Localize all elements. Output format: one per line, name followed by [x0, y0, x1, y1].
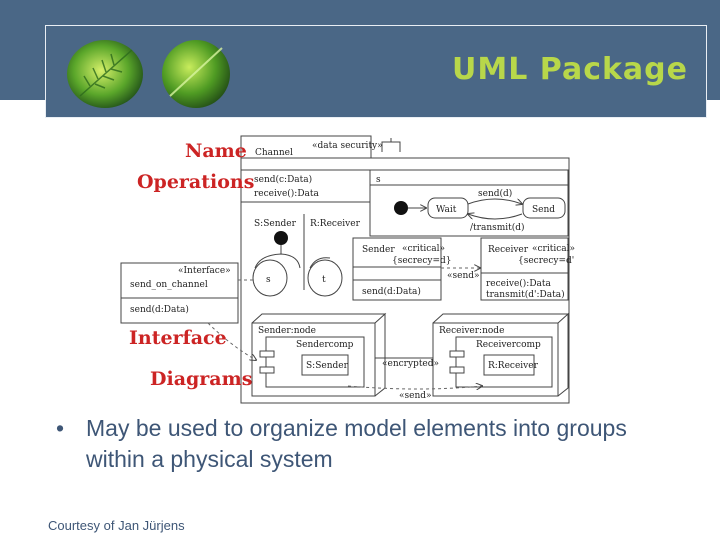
receiver-class — [480, 237, 569, 301]
event-send: send(d) — [478, 188, 512, 199]
interface-box — [120, 262, 239, 324]
svg-text:Sendercomp: Sendercomp — [296, 340, 354, 350]
region-s: s — [376, 175, 381, 185]
svg-text:{secrecy=d}: {secrecy=d} — [392, 256, 452, 266]
send-dependency: «send» — [447, 271, 480, 281]
subsystem-icon — [381, 138, 401, 152]
bullet-item: • May be used to organize model elements… — [56, 413, 680, 475]
op-receive: receive():Data — [254, 188, 320, 199]
svg-text:receive():Data: receive():Data — [486, 278, 552, 289]
svg-text:Receiver:node: Receiver:node — [439, 326, 504, 336]
label-diagrams: Diagrams — [150, 368, 252, 390]
uml-diagram: Channel «data security» send(c:Data) rec… — [120, 135, 575, 404]
state-wait — [427, 197, 469, 219]
svg-text:Sender:node: Sender:node — [258, 326, 316, 336]
label-name: Name — [185, 140, 247, 162]
svg-text:t: t — [322, 275, 326, 285]
svg-text:send(d:Data): send(d:Data) — [130, 304, 189, 315]
svg-text:Sender: Sender — [362, 245, 395, 255]
svg-text:Wait: Wait — [436, 205, 457, 215]
svg-text:s: s — [266, 275, 271, 285]
sender-role: S:Sender — [254, 219, 297, 229]
svg-text:Receiver: Receiver — [488, 245, 529, 255]
label-operations: Operations — [137, 171, 254, 193]
package-tab — [240, 135, 372, 159]
svg-text:transmit(d':Data): transmit(d':Data) — [486, 289, 565, 300]
bullet-marker: • — [56, 415, 65, 441]
svg-text:Send: Send — [532, 205, 555, 215]
bullet-text: May be used to organize model elements i… — [86, 415, 627, 472]
svg-text:«send»: «send» — [399, 391, 432, 401]
encrypted-link: «encrypted» — [382, 359, 439, 369]
action-transmit: /transmit(d) — [470, 222, 525, 233]
svg-text:S:Sender: S:Sender — [306, 361, 349, 371]
title-panel: UML Package — [45, 25, 707, 118]
fern-leaf-icon — [67, 40, 143, 108]
leaf-icon — [162, 40, 230, 108]
receiver-role: R:Receiver — [310, 219, 361, 229]
svg-text:«Interface»: «Interface» — [178, 266, 231, 276]
op-send: send(c:Data) — [254, 174, 312, 185]
sender-class — [352, 237, 442, 301]
svg-text:{secrecy=d'}: {secrecy=d'} — [518, 256, 575, 266]
svg-text:send(d:Data): send(d:Data) — [362, 286, 421, 297]
credit-text: Courtesy of Jan Jürjens — [48, 518, 185, 533]
svg-text:R:Receiver: R:Receiver — [488, 361, 539, 371]
package-name: Channel — [255, 148, 293, 158]
state-send — [522, 197, 566, 219]
package-stereotype: «data security» — [312, 141, 383, 151]
label-interface: Interface — [129, 327, 227, 349]
slide-title: UML Package — [452, 52, 688, 87]
svg-text:«critical»: «critical» — [532, 244, 575, 254]
interface-name: send_on_channel — [130, 280, 208, 290]
svg-text:Receivercomp: Receivercomp — [476, 340, 541, 350]
svg-text:«critical»: «critical» — [402, 244, 445, 254]
